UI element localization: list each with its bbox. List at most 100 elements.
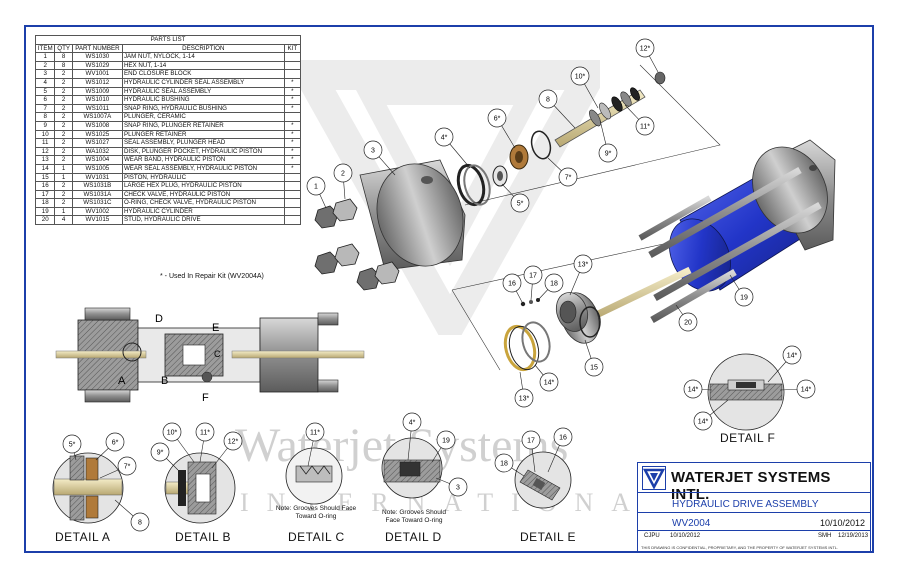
detail-e-callout: 18 [494, 453, 525, 477]
svg-text:17: 17 [529, 273, 537, 280]
parts-list-row: 72WS1011Snap Ring, Hydraulic Bushing* [34, 103, 302, 114]
checked-by: SMH [818, 533, 832, 539]
detail-a-label: DETAIL A [55, 530, 111, 544]
proprietary-notice: THIS DRAWING IS CONFIDENTIAL, PROPRIETAR… [641, 545, 839, 550]
seal-rings [456, 130, 552, 207]
balloon-item-17: 17 [523, 265, 543, 301]
svg-text:10*: 10* [167, 430, 178, 437]
detail-d-callout: 4* [402, 412, 422, 461]
svg-text:11*: 11* [310, 430, 320, 437]
svg-text:17: 17 [527, 438, 535, 445]
svg-text:5*: 5* [517, 201, 524, 208]
balloon-item-5-kit: 5* [501, 183, 530, 213]
svg-text:13*: 13* [519, 396, 530, 403]
title-block-rule [638, 530, 870, 531]
svg-text:7*: 7* [565, 175, 572, 182]
svg-text:19: 19 [740, 295, 748, 302]
svg-text:14*: 14* [688, 387, 699, 394]
balloon-item-13-kit-lower: 13* [514, 371, 534, 408]
parts-list-cell: WV1015 [71, 215, 123, 226]
svg-text:1: 1 [314, 184, 318, 191]
balloon-item-11-kit: 11* [624, 104, 655, 136]
balloon-item-15: 15 [584, 339, 604, 377]
drawing-date: 10/10/2012 [820, 518, 866, 528]
drawing-title: HYDRAULIC DRIVE ASSEMBLY [672, 499, 819, 510]
company-logo [642, 466, 666, 490]
balloon-item-7-kit: 7* [547, 157, 578, 187]
balloon-item-18: 18 [537, 273, 564, 301]
parts-list-row: 204WV1015Stud, Hydraulic Drive [34, 215, 302, 226]
title-block: WATERJET SYSTEMS INTL. HYDRAULIC DRIVE A… [637, 462, 871, 552]
drawn-date: 10/10/2012 [670, 533, 701, 539]
detail-b-callout: 9* [150, 442, 179, 471]
section-view [55, 307, 365, 403]
drawing-sheet-border [24, 25, 874, 553]
detail-f-label: DETAIL F [720, 431, 776, 445]
svg-text:14*: 14* [544, 380, 555, 387]
detail-a-callout: 8 [114, 499, 150, 532]
svg-text:14*: 14* [698, 419, 709, 426]
balloon-item-10-kit: 10* [570, 66, 599, 109]
balloon-item-13-kit: 13* [569, 254, 593, 296]
detail-e-view [514, 451, 572, 509]
detail-a-view [52, 452, 124, 524]
svg-text:14*: 14* [801, 387, 812, 394]
svg-text:8: 8 [546, 97, 550, 104]
svg-text:9*: 9* [605, 151, 612, 158]
detail-c-note: Note: Grooves Should Face Toward O-ring [275, 505, 357, 520]
detail-e-callout: 16 [547, 427, 573, 473]
section-letter-b: B [161, 375, 168, 387]
hydraulic-cylinder [638, 139, 836, 324]
detail-b-label: DETAIL B [175, 530, 232, 544]
section-letter-a: A [118, 375, 126, 387]
svg-text:6*: 6* [112, 440, 119, 447]
balloon-item-4-kit: 4* [434, 127, 471, 169]
parts-list-row: 52WS1009Hydraulic Seal Assembly* [34, 86, 302, 97]
section-letter-f: F [202, 392, 209, 404]
parts-list-body: 18WS1030Jam Nut, Nylock, 1-1428WS1029Hex… [34, 52, 302, 226]
parts-list-row: 92WS1008Snap Ring, Plunger Retainer* [34, 120, 302, 131]
svg-text:7*: 7* [124, 464, 131, 471]
section-letter-c: C [214, 349, 221, 359]
svg-text:18: 18 [500, 461, 508, 468]
detail-b-callout: 12* [211, 431, 243, 469]
detail-f-view [707, 353, 785, 431]
balloon-item-1: 1 [306, 176, 327, 209]
svg-text:3: 3 [371, 148, 375, 155]
detail-c-callout: 11* [305, 422, 325, 467]
svg-text:4*: 4* [409, 420, 416, 427]
title-block-rule [638, 512, 870, 513]
balloon-item-14-kit: 14* [534, 364, 559, 392]
detail-a-callout: 7* [99, 456, 137, 479]
svg-text:15: 15 [590, 365, 598, 372]
checked-date: 12/19/2013 [838, 533, 869, 539]
detail-a-callout: 6* [95, 432, 125, 461]
parts-list-row: 102WS1025Plunger Retainer* [34, 129, 302, 140]
detail-c-view [285, 447, 343, 505]
drawing-number: WV2004 [672, 518, 711, 529]
title-block-rule [638, 492, 870, 493]
detail-c-label: DETAIL C [288, 530, 345, 544]
balloon-item-2: 2 [333, 163, 353, 200]
detail-b-view [164, 452, 236, 524]
svg-text:18: 18 [550, 281, 558, 288]
parts-list-cell [283, 215, 302, 226]
svg-text:20: 20 [684, 320, 692, 327]
parts-list-cell: 4 [54, 215, 73, 226]
svg-text:13*: 13* [578, 262, 589, 269]
svg-text:16: 16 [559, 435, 567, 442]
parts-list-cell: 20 [34, 215, 56, 226]
svg-text:3: 3 [456, 485, 460, 492]
detail-e-label: DETAIL E [520, 530, 577, 544]
detail-f-callout: 14* [779, 379, 816, 399]
section-letter-d: D [155, 313, 163, 325]
svg-text:12*: 12* [640, 46, 651, 53]
balloon-item-19: 19 [729, 274, 754, 307]
company-name: WATERJET SYSTEMS INTL. [671, 469, 831, 503]
hydraulic-piston [555, 266, 692, 344]
detail-b-callout: 10* [162, 422, 195, 463]
detail-b-callout: 11* [195, 422, 215, 463]
